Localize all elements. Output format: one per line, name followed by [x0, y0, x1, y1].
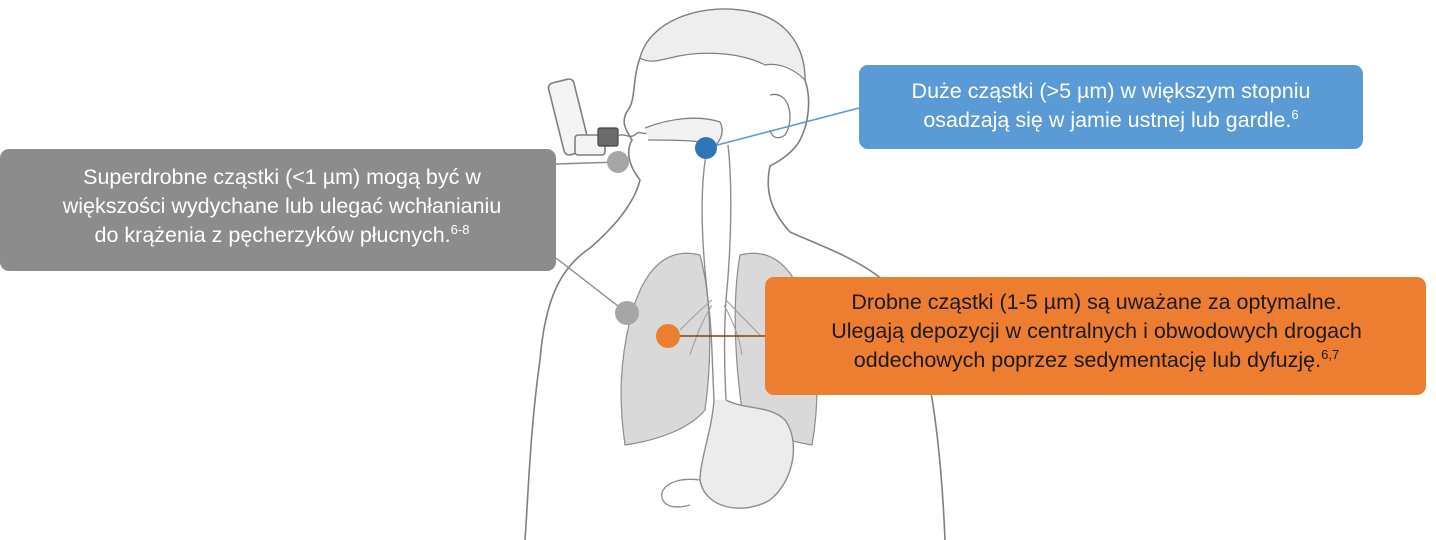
- callout-ultrafine: Superdrobne cząstki (<1 µm) mogą być w w…: [0, 149, 556, 271]
- duodenum: [661, 478, 701, 508]
- callout-ultrafine-line-2: większości wydychane lub ulegać wchłania…: [62, 194, 502, 218]
- stomach: [699, 399, 795, 509]
- bronchi: [679, 299, 761, 356]
- callout-fine-line-2: Ulegają depozycji w centralnych i obwodo…: [831, 319, 1362, 343]
- callout-ultrafine-line-1: Superdrobne cząstki (<1 µm) mogą być w: [83, 165, 481, 189]
- inhaler-icon: [547, 78, 649, 156]
- callout-large-line-2: osadzają się w jamie ustnej lub gardle.6: [923, 106, 1299, 132]
- callout-fine-line-3: oddechowych poprzez sedymentację lub dyf…: [853, 346, 1340, 372]
- callout-fine-line-1: Drobne cząstki (1-5 µm) są uważane za op…: [851, 290, 1342, 314]
- callout-ultrafine-line-3: do krążenia z pęcherzyków płucnych.6-8: [94, 221, 470, 247]
- marker-fine-dot: [656, 324, 680, 348]
- callout-large: Duże cząstki (>5 µm) w większym stopniu …: [859, 65, 1363, 149]
- reference-superscript: 6,7: [1321, 346, 1340, 362]
- hair: [639, 8, 806, 82]
- reference-superscript: 6: [1291, 106, 1299, 122]
- callout-large-line-1: Duże cząstki (>5 µm) w większym stopniu: [911, 79, 1311, 103]
- connector-ultrafine-lower: [555, 257, 628, 314]
- marker-ultrafine-mouth-dot: [607, 151, 629, 173]
- left-lung: [620, 252, 711, 446]
- reference-superscript: 6-8: [450, 221, 470, 237]
- marker-ultrafine-alveoli-dot: [615, 301, 639, 325]
- connector-large: [705, 107, 860, 149]
- callout-fine: Drobne cząstki (1-5 µm) są uważane za op…: [765, 277, 1426, 395]
- ear: [769, 93, 791, 139]
- trachea: [701, 144, 732, 401]
- marker-large-dot: [695, 137, 717, 159]
